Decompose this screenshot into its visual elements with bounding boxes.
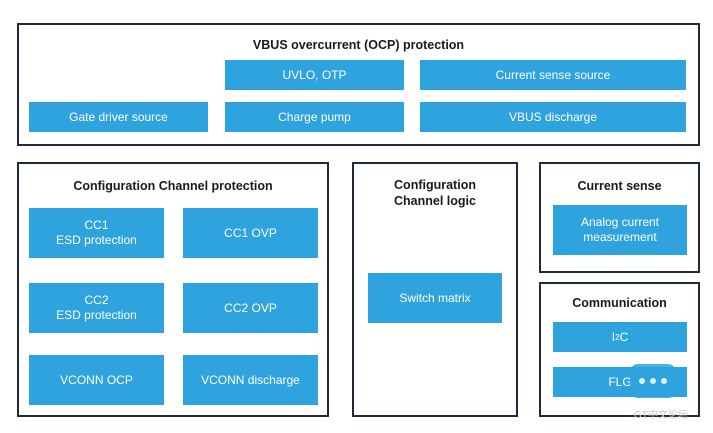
cc1-esd-block: CC1 ESD protection [29,208,164,258]
uvlo-otp-block: UVLO, OTP [225,60,404,90]
vconn-discharge-block: VCONN discharge [183,355,318,405]
charge-pump-block: Charge pump [225,102,404,132]
cc2-esd-block: CC2 ESD protection [29,283,164,333]
chat-bubble-icon [630,364,676,398]
vbus-discharge-block: VBUS discharge [420,102,686,132]
communication-title: Communication [572,296,667,310]
i2c-suffix: C [619,329,629,344]
vbus-ocp-title: VBUS overcurrent (OCP) protection [252,38,465,52]
i2c-prefix: I [611,329,616,344]
i2c-superscript: 2 [615,332,620,342]
current-sense-title: Current sense [577,179,662,193]
watermark-text: GT中文论坛 [634,410,688,421]
analog-current-block: Analog current measurement [553,205,687,255]
vconn-ocp-block: VCONN OCP [29,355,164,405]
cc-protection-title: Configuration Channel protection [73,179,273,193]
switch-matrix-block: Switch matrix [368,273,502,323]
cc1-ovp-block: CC1 OVP [183,208,318,258]
cc-logic-title: Configuration Channel logic [394,178,476,208]
current-sense-source-block: Current sense source [420,60,686,90]
gate-driver-source-block: Gate driver source [29,102,208,132]
cc2-ovp-block: CC2 OVP [183,283,318,333]
